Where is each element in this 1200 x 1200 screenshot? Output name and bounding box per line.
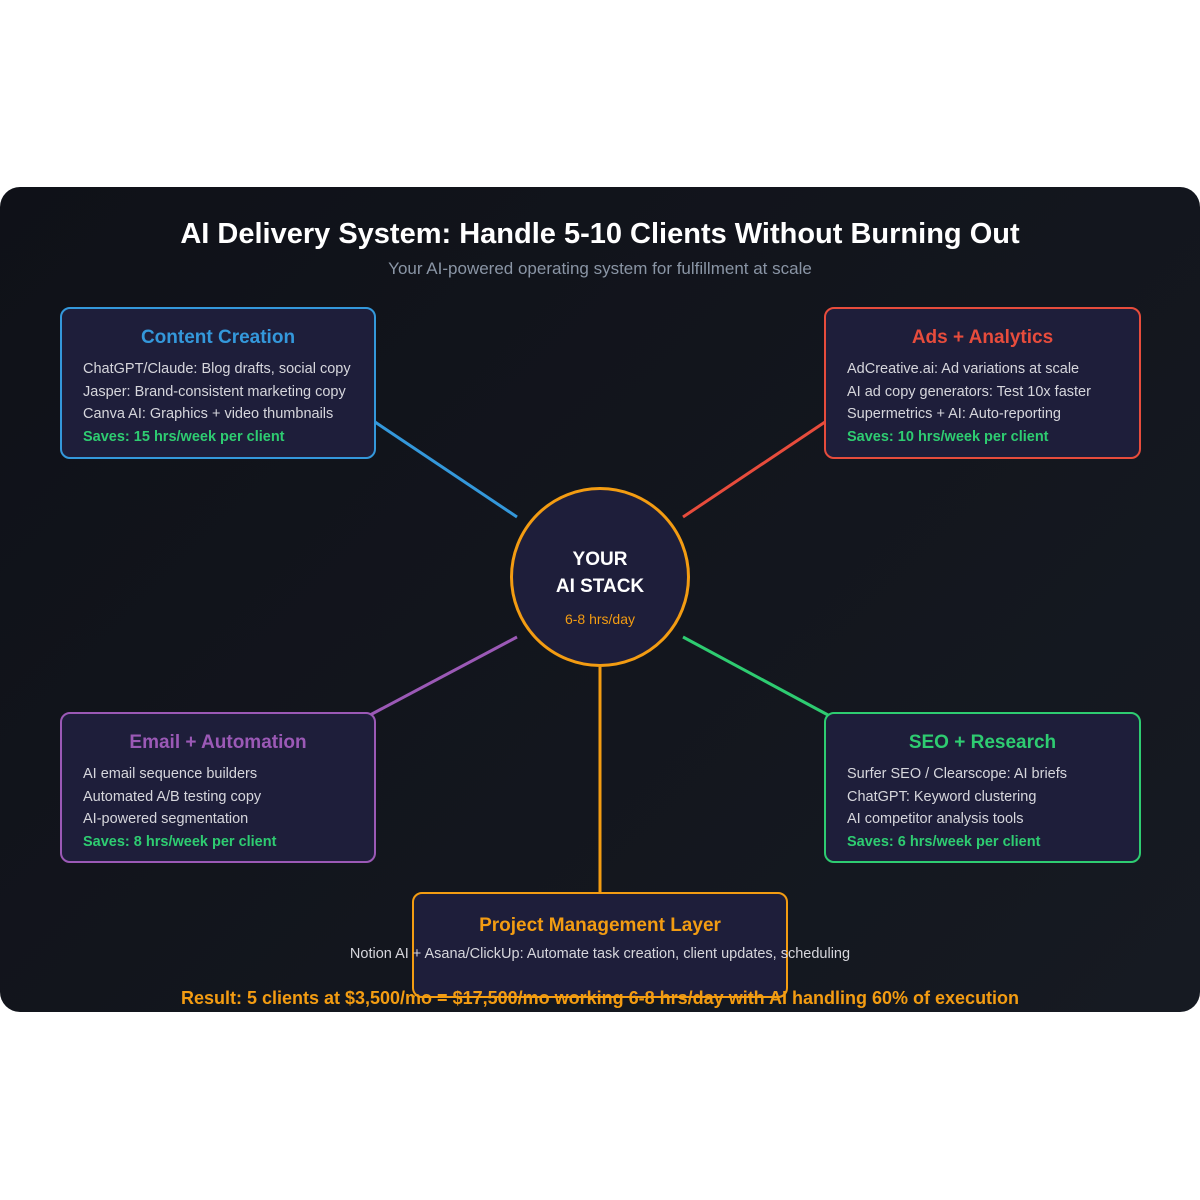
- box-saves: Saves: 15 hrs/week per client: [83, 428, 285, 445]
- connector-seo: [682, 635, 829, 717]
- box-item: AdCreative.ai: Ad variations at scale: [847, 361, 1080, 377]
- box-saves: Saves: 8 hrs/week per client: [83, 833, 277, 850]
- box-item: Surfer SEO / Clearscope: AI briefs: [847, 766, 1068, 782]
- hub-line2: AI STACK: [555, 576, 645, 597]
- content-creation-box: Content Creation ChatGPT/Claude: Blog dr…: [60, 307, 376, 459]
- result-summary: Result: 5 clients at $3,500/mo = $17,500…: [180, 988, 1020, 1008]
- box-item: Jasper: Brand-consistent marketing copy: [83, 383, 346, 400]
- box-item: Automated A/B testing copy: [83, 788, 262, 805]
- ai-stack-hub: YOUR AI STACK 6-8 hrs/day: [510, 487, 690, 667]
- box-title: Project Management Layer: [479, 915, 721, 936]
- box-item: ChatGPT: Keyword clustering: [847, 788, 1037, 805]
- connector-email: [369, 635, 518, 717]
- box-title: Ads + Analytics: [911, 327, 1054, 348]
- page-subtitle: Your AI-powered operating system for ful…: [388, 259, 812, 278]
- box-item: AI competitor analysis tools: [847, 811, 1024, 827]
- hub-line1: YOUR: [572, 549, 628, 570]
- box-title: Email + Automation: [129, 732, 307, 753]
- hub-hours: 6-8 hrs/day: [564, 611, 636, 627]
- page-title: AI Delivery System: Handle 5-10 Clients …: [180, 218, 1020, 250]
- project-management-box: Project Management Layer: [412, 892, 788, 998]
- box-saves: Saves: 6 hrs/week per client: [847, 833, 1041, 850]
- box-title: SEO + Research: [908, 732, 1057, 753]
- box-saves: Saves: 10 hrs/week per client: [847, 428, 1049, 445]
- box-title: Content Creation: [140, 327, 296, 348]
- pm-description: Notion AI + Asana/ClickUp: Automate task…: [349, 946, 851, 962]
- box-item: ChatGPT/Claude: Blog drafts, social copy: [83, 361, 351, 377]
- box-item: AI email sequence builders: [83, 766, 258, 782]
- email-automation-box: Email + Automation AI email sequence bui…: [60, 712, 376, 863]
- connector-ads: [682, 420, 826, 519]
- seo-research-box: SEO + Research Surfer SEO / Clearscope: …: [824, 712, 1141, 863]
- box-item: AI ad copy generators: Test 10x faster: [847, 383, 1091, 400]
- box-item: AI-powered segmentation: [83, 811, 249, 827]
- box-item: Supermetrics + AI: Auto-reporting: [847, 406, 1061, 422]
- box-item: Canva AI: Graphics + video thumbnails: [83, 406, 334, 422]
- ads-analytics-box: Ads + Analytics AdCreative.ai: Ad variat…: [824, 307, 1141, 459]
- connector-content: [374, 420, 518, 519]
